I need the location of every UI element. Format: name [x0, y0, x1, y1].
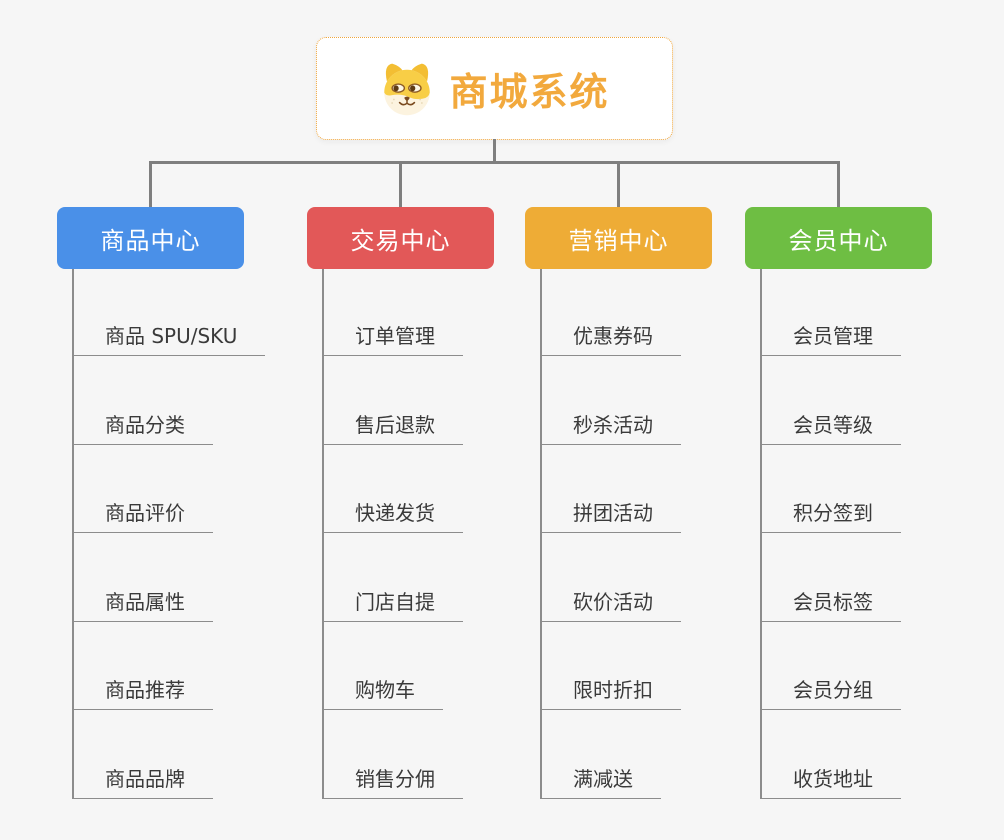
leaf-item[interactable]: 会员标签: [760, 576, 901, 622]
connector-drop-1: [149, 161, 152, 208]
branch-spine-4: [760, 269, 762, 799]
leaf-item[interactable]: 限时折扣: [540, 664, 681, 711]
connector-bus: [149, 161, 840, 164]
leaf-item[interactable]: 拼团活动: [540, 487, 681, 534]
leaf-item[interactable]: 砍价活动: [540, 576, 681, 622]
leaf-item[interactable]: 优惠券码: [540, 310, 681, 356]
shiba-dog-icon: [379, 61, 435, 117]
leaf-item[interactable]: 购物车: [322, 664, 443, 711]
leaf-item[interactable]: 商品品牌: [72, 753, 213, 799]
leaf-item[interactable]: 商品属性: [72, 576, 213, 622]
leaf-item[interactable]: 商品 SPU/SKU: [72, 310, 266, 356]
leaf-item[interactable]: 会员管理: [760, 310, 901, 356]
leaf-item[interactable]: 秒杀活动: [540, 399, 681, 445]
branch-spine-3: [540, 269, 542, 799]
leaf-item[interactable]: 积分签到: [760, 487, 901, 534]
branch-header-2[interactable]: 交易中心: [307, 207, 494, 269]
leaf-item[interactable]: 满减送: [540, 753, 661, 799]
connector-drop-3: [617, 161, 620, 208]
root-node[interactable]: 商城系统: [316, 37, 673, 140]
connector-root-stub: [493, 139, 496, 164]
leaf-item[interactable]: 会员等级: [760, 399, 901, 445]
leaf-item[interactable]: 商品推荐: [72, 664, 213, 711]
branch-header-1[interactable]: 商品中心: [57, 207, 244, 269]
root-title: 商城系统: [449, 70, 610, 114]
leaf-item[interactable]: 商品分类: [72, 399, 213, 445]
leaf-item[interactable]: 销售分佣: [322, 753, 463, 799]
leaf-item[interactable]: 售后退款: [322, 399, 463, 445]
connector-drop-2: [399, 161, 402, 208]
branch-header-4[interactable]: 会员中心: [745, 207, 932, 269]
leaf-item[interactable]: 门店自提: [322, 576, 463, 622]
connector-drop-4: [837, 161, 840, 208]
leaf-item[interactable]: 收货地址: [760, 753, 901, 799]
leaf-item[interactable]: 订单管理: [322, 310, 463, 356]
branch-spine-2: [322, 269, 324, 799]
branch-header-3[interactable]: 营销中心: [525, 207, 712, 269]
leaf-item[interactable]: 会员分组: [760, 664, 901, 711]
leaf-item[interactable]: 快递发货: [322, 487, 463, 534]
branch-spine-1: [72, 269, 74, 799]
leaf-item[interactable]: 商品评价: [72, 487, 213, 534]
